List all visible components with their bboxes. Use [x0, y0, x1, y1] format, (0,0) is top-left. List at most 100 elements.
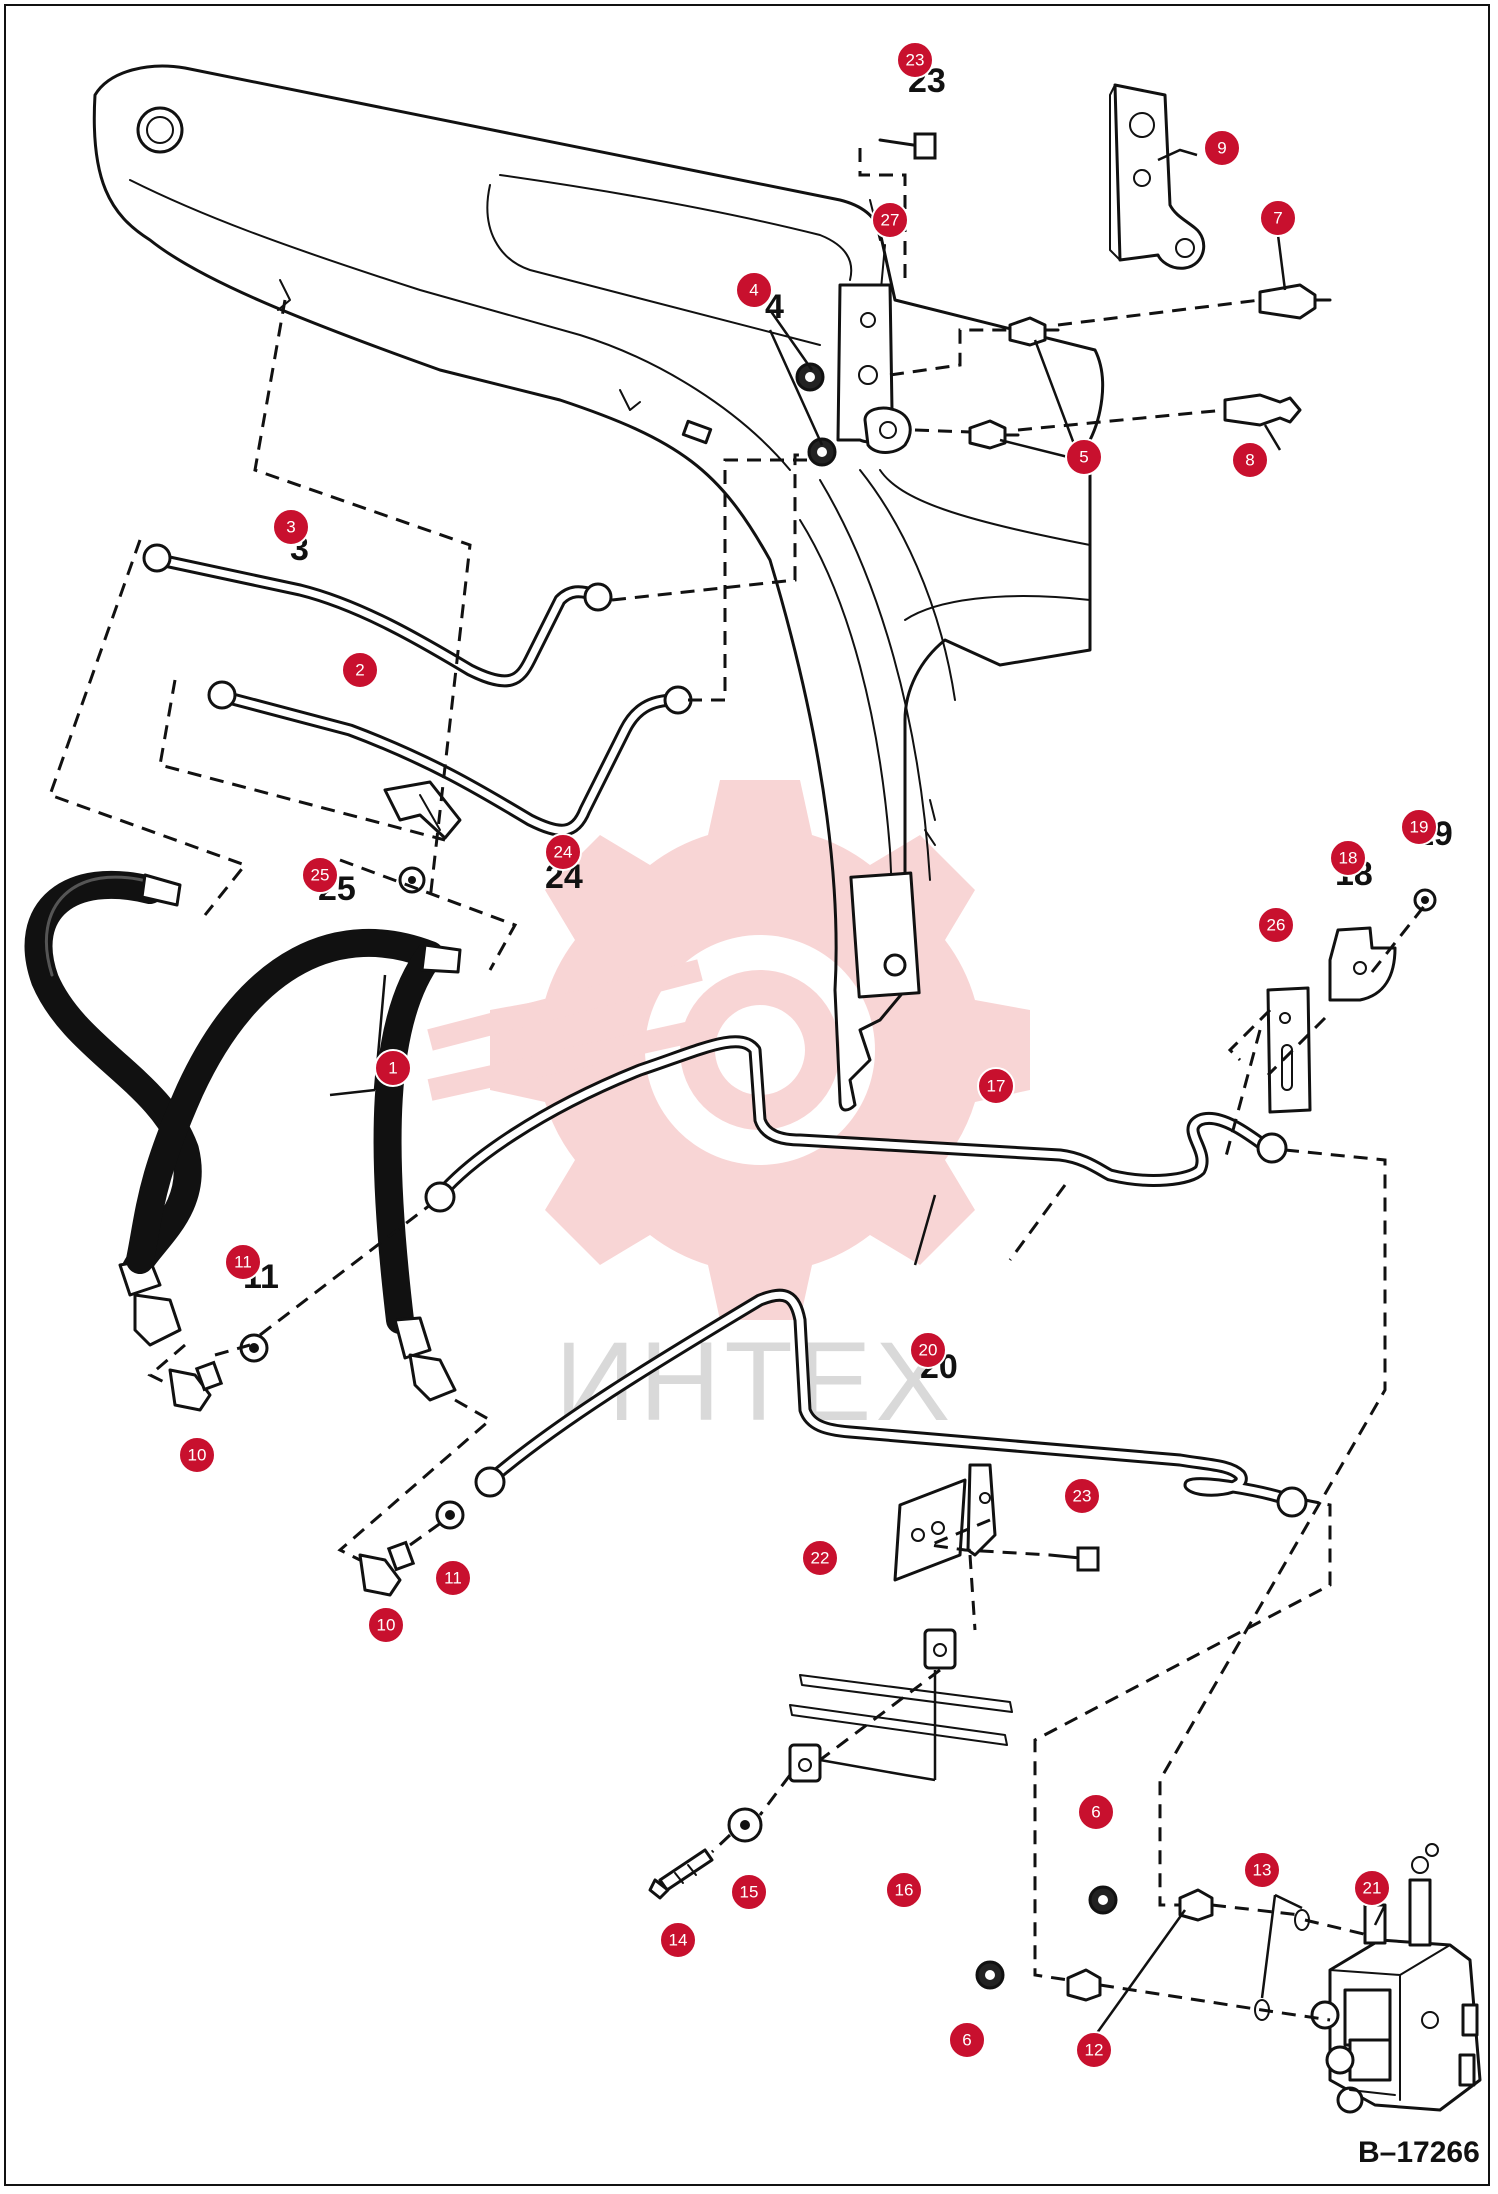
callout-badge-label: 12	[1085, 2041, 1104, 2060]
callout-badge-circle	[977, 1067, 1015, 1105]
callout-badge-circle	[301, 856, 339, 894]
callout-badge-6: 6	[1077, 1793, 1115, 1831]
callout-badge-circle	[1400, 808, 1438, 846]
callout-badge-label: 5	[1079, 448, 1088, 467]
callout-badge-11: 11	[224, 1243, 262, 1281]
callout-badge-20: 20	[909, 1331, 947, 1369]
fitting-12-lower	[1066, 1968, 1102, 2002]
callout-badge-10: 10	[178, 1436, 216, 1474]
fitting-5-lower	[968, 419, 1020, 450]
nut-4-lower	[807, 437, 837, 467]
elbow-10-lower	[358, 1540, 416, 1597]
clamp-tubes	[789, 1674, 1013, 1746]
callout-badge-label: 23	[906, 51, 925, 70]
callout-badge-label: 11	[234, 1253, 252, 1272]
callout-badge-circle	[1065, 438, 1103, 476]
clamp-block-lower	[788, 1743, 822, 1783]
washer-15	[727, 1807, 763, 1843]
callout-badge-10: 10	[367, 1606, 405, 1644]
callout-badge-label: 27	[881, 211, 900, 230]
callout-badge-7: 7	[1259, 199, 1297, 237]
watermark-logo	[427, 780, 1030, 1320]
callout-badge-circle	[730, 1873, 768, 1911]
callout-badge-16: 16	[885, 1871, 923, 1909]
bracket-9	[1109, 83, 1206, 270]
callout-badge-label: 7	[1273, 209, 1282, 228]
drawing-code: B–17266	[1358, 2136, 1480, 2169]
callout-badge-label: 8	[1245, 451, 1254, 470]
callout-badge-13: 13	[1243, 1851, 1281, 1889]
nut-6-upper	[1088, 1885, 1118, 1915]
nut-25	[398, 866, 426, 894]
callout-badge-label: 20	[919, 1341, 938, 1360]
lift-arm	[92, 64, 1105, 1112]
callout-badge-label: 19	[1410, 818, 1429, 837]
callout-badge-circle	[948, 2021, 986, 2059]
callout-badge-label: 14	[669, 1931, 688, 1950]
nut-11-lower	[435, 1500, 465, 1530]
callout-badge-11: 11	[434, 1559, 472, 1597]
callout-badge-circle	[896, 41, 934, 79]
page-border	[4, 4, 1490, 2186]
bolt-upper	[878, 132, 937, 160]
callout-badge-circle	[178, 1436, 216, 1474]
callout-badge-label: 10	[188, 1446, 207, 1465]
elbow-10-upper	[168, 1360, 224, 1412]
callout-badge-label: 1	[388, 1059, 397, 1078]
callout-badge-8: 8	[1231, 441, 1269, 479]
callout-badge-label: 16	[895, 1881, 914, 1900]
callout-badge-circle	[735, 271, 773, 309]
callout-badge-25: 25	[301, 856, 339, 894]
tube-2	[207, 680, 693, 837]
callout-badge-label: 9	[1217, 139, 1226, 158]
callout-badge-4: 4	[735, 271, 773, 309]
callout-badge-26: 26	[1257, 906, 1295, 944]
callout-badge-circle	[909, 1331, 947, 1369]
callout-badge-2: 2	[341, 651, 379, 689]
callout-badge-label: 24	[554, 843, 573, 862]
bracket-22	[893, 1463, 997, 1582]
clamp-block-upper	[923, 1628, 957, 1670]
callout-badge-circle	[1257, 906, 1295, 944]
callout-badge-label: 17	[987, 1077, 1006, 1096]
mounting-plate-upper	[836, 283, 912, 454]
callout-badge-14: 14	[659, 1921, 697, 1959]
callout-badge-label: 3	[286, 518, 295, 537]
watermark-text: ИНТЕХ	[555, 1319, 954, 1444]
callout-badge-label: 11	[444, 1569, 462, 1588]
callout-badge-circle	[1329, 839, 1367, 877]
hose-assembly-left	[24, 870, 202, 1347]
callout-badge-12: 12	[1075, 2031, 1113, 2069]
callout-badge-circle	[1353, 1869, 1391, 1907]
callout-badge-circle	[801, 1539, 839, 1577]
plate-26	[1266, 986, 1312, 1114]
tube-3	[142, 543, 613, 688]
callout-badge-circle	[871, 201, 909, 239]
callout-badge-circle	[374, 1049, 412, 1087]
callout-badge-circle	[434, 1559, 472, 1597]
callout-badge-21: 21	[1353, 1869, 1391, 1907]
callout-badge-1: 1	[374, 1049, 412, 1087]
callout-badge-6: 6	[948, 2021, 986, 2059]
callout-badge-label: 6	[962, 2031, 971, 2050]
callout-badge-circle	[1075, 2031, 1113, 2069]
callout-badge-circle	[544, 833, 582, 871]
tube-20	[474, 1288, 1308, 1518]
callout-badge-label: 22	[811, 1549, 830, 1568]
callout-badge-circle	[1243, 1851, 1281, 1889]
callout-badge-circle	[1259, 199, 1297, 237]
callout-badge-label: 2	[355, 661, 364, 680]
fitting-7	[1258, 283, 1332, 320]
callout-badge-15: 15	[730, 1873, 768, 1911]
callout-badge-label: 25	[311, 866, 330, 885]
callout-badge-circle	[1231, 441, 1269, 479]
tube-17	[424, 1035, 1288, 1213]
clamp-24	[383, 780, 462, 840]
hose-assembly-right	[126, 929, 462, 1402]
callout-badge-label: 18	[1339, 849, 1358, 868]
bolt-14	[648, 1848, 714, 1900]
callout-badge-label: 4	[749, 281, 758, 300]
